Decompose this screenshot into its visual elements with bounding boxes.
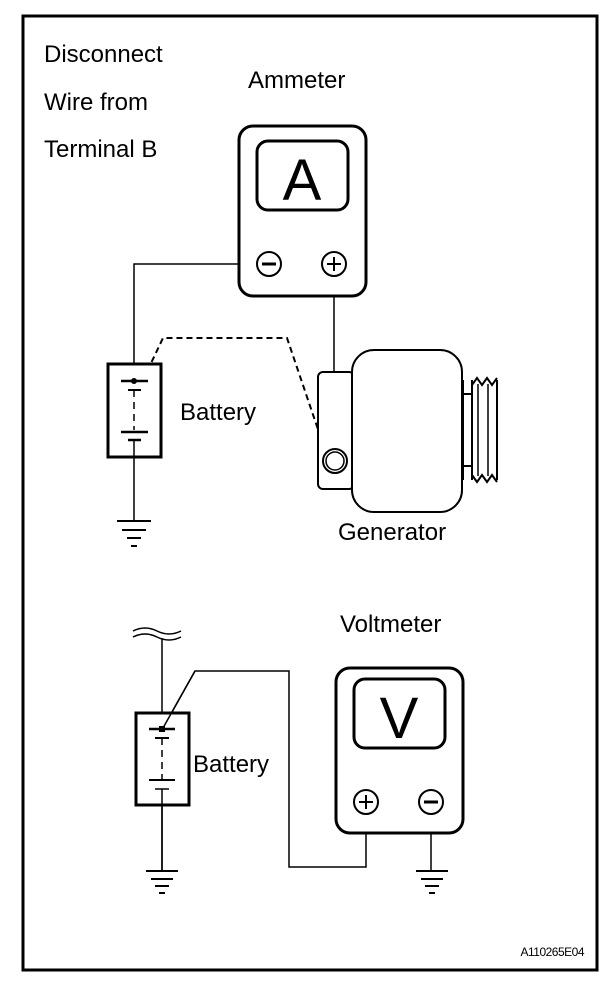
wire-ammeter-to-battery [133, 263, 239, 367]
battery-bottom [134, 670, 196, 871]
pulley-icon [471, 376, 498, 484]
terminal-b-icon [322, 448, 348, 474]
battery-bottom-label: Battery [193, 751, 269, 778]
generator-body [351, 349, 463, 513]
minus-terminal-icon [256, 251, 282, 277]
voltmeter-display-letter: V [380, 686, 419, 751]
ground-icon [416, 870, 448, 894]
minus-terminal-icon [418, 789, 444, 815]
battery-top [106, 362, 163, 521]
note-line-2: Wire from [44, 89, 148, 116]
ammeter-display [255, 139, 350, 212]
generator [317, 349, 498, 513]
plus-terminal-icon [321, 251, 347, 277]
ammeter-label: Ammeter [248, 67, 345, 94]
ammeter: A [237, 124, 368, 298]
generator-label: Generator [338, 519, 446, 546]
note-line-1: Disconnect [44, 41, 163, 68]
ground-icon [146, 870, 178, 894]
figure-border [21, 14, 599, 972]
note-line-3: Terminal B [44, 136, 157, 163]
voltmeter-label: Voltmeter [340, 611, 441, 638]
break-mark-icon [132, 627, 182, 641]
battery-top-label: Battery [180, 399, 256, 426]
voltmeter: V [334, 666, 465, 835]
ammeter-display-letter: A [283, 148, 322, 213]
ground-icon [117, 520, 151, 547]
voltmeter-display [352, 677, 447, 750]
figure-code: A110265E04 [520, 945, 584, 959]
disconnected-wire [142, 337, 326, 451]
plus-terminal-icon [353, 789, 379, 815]
